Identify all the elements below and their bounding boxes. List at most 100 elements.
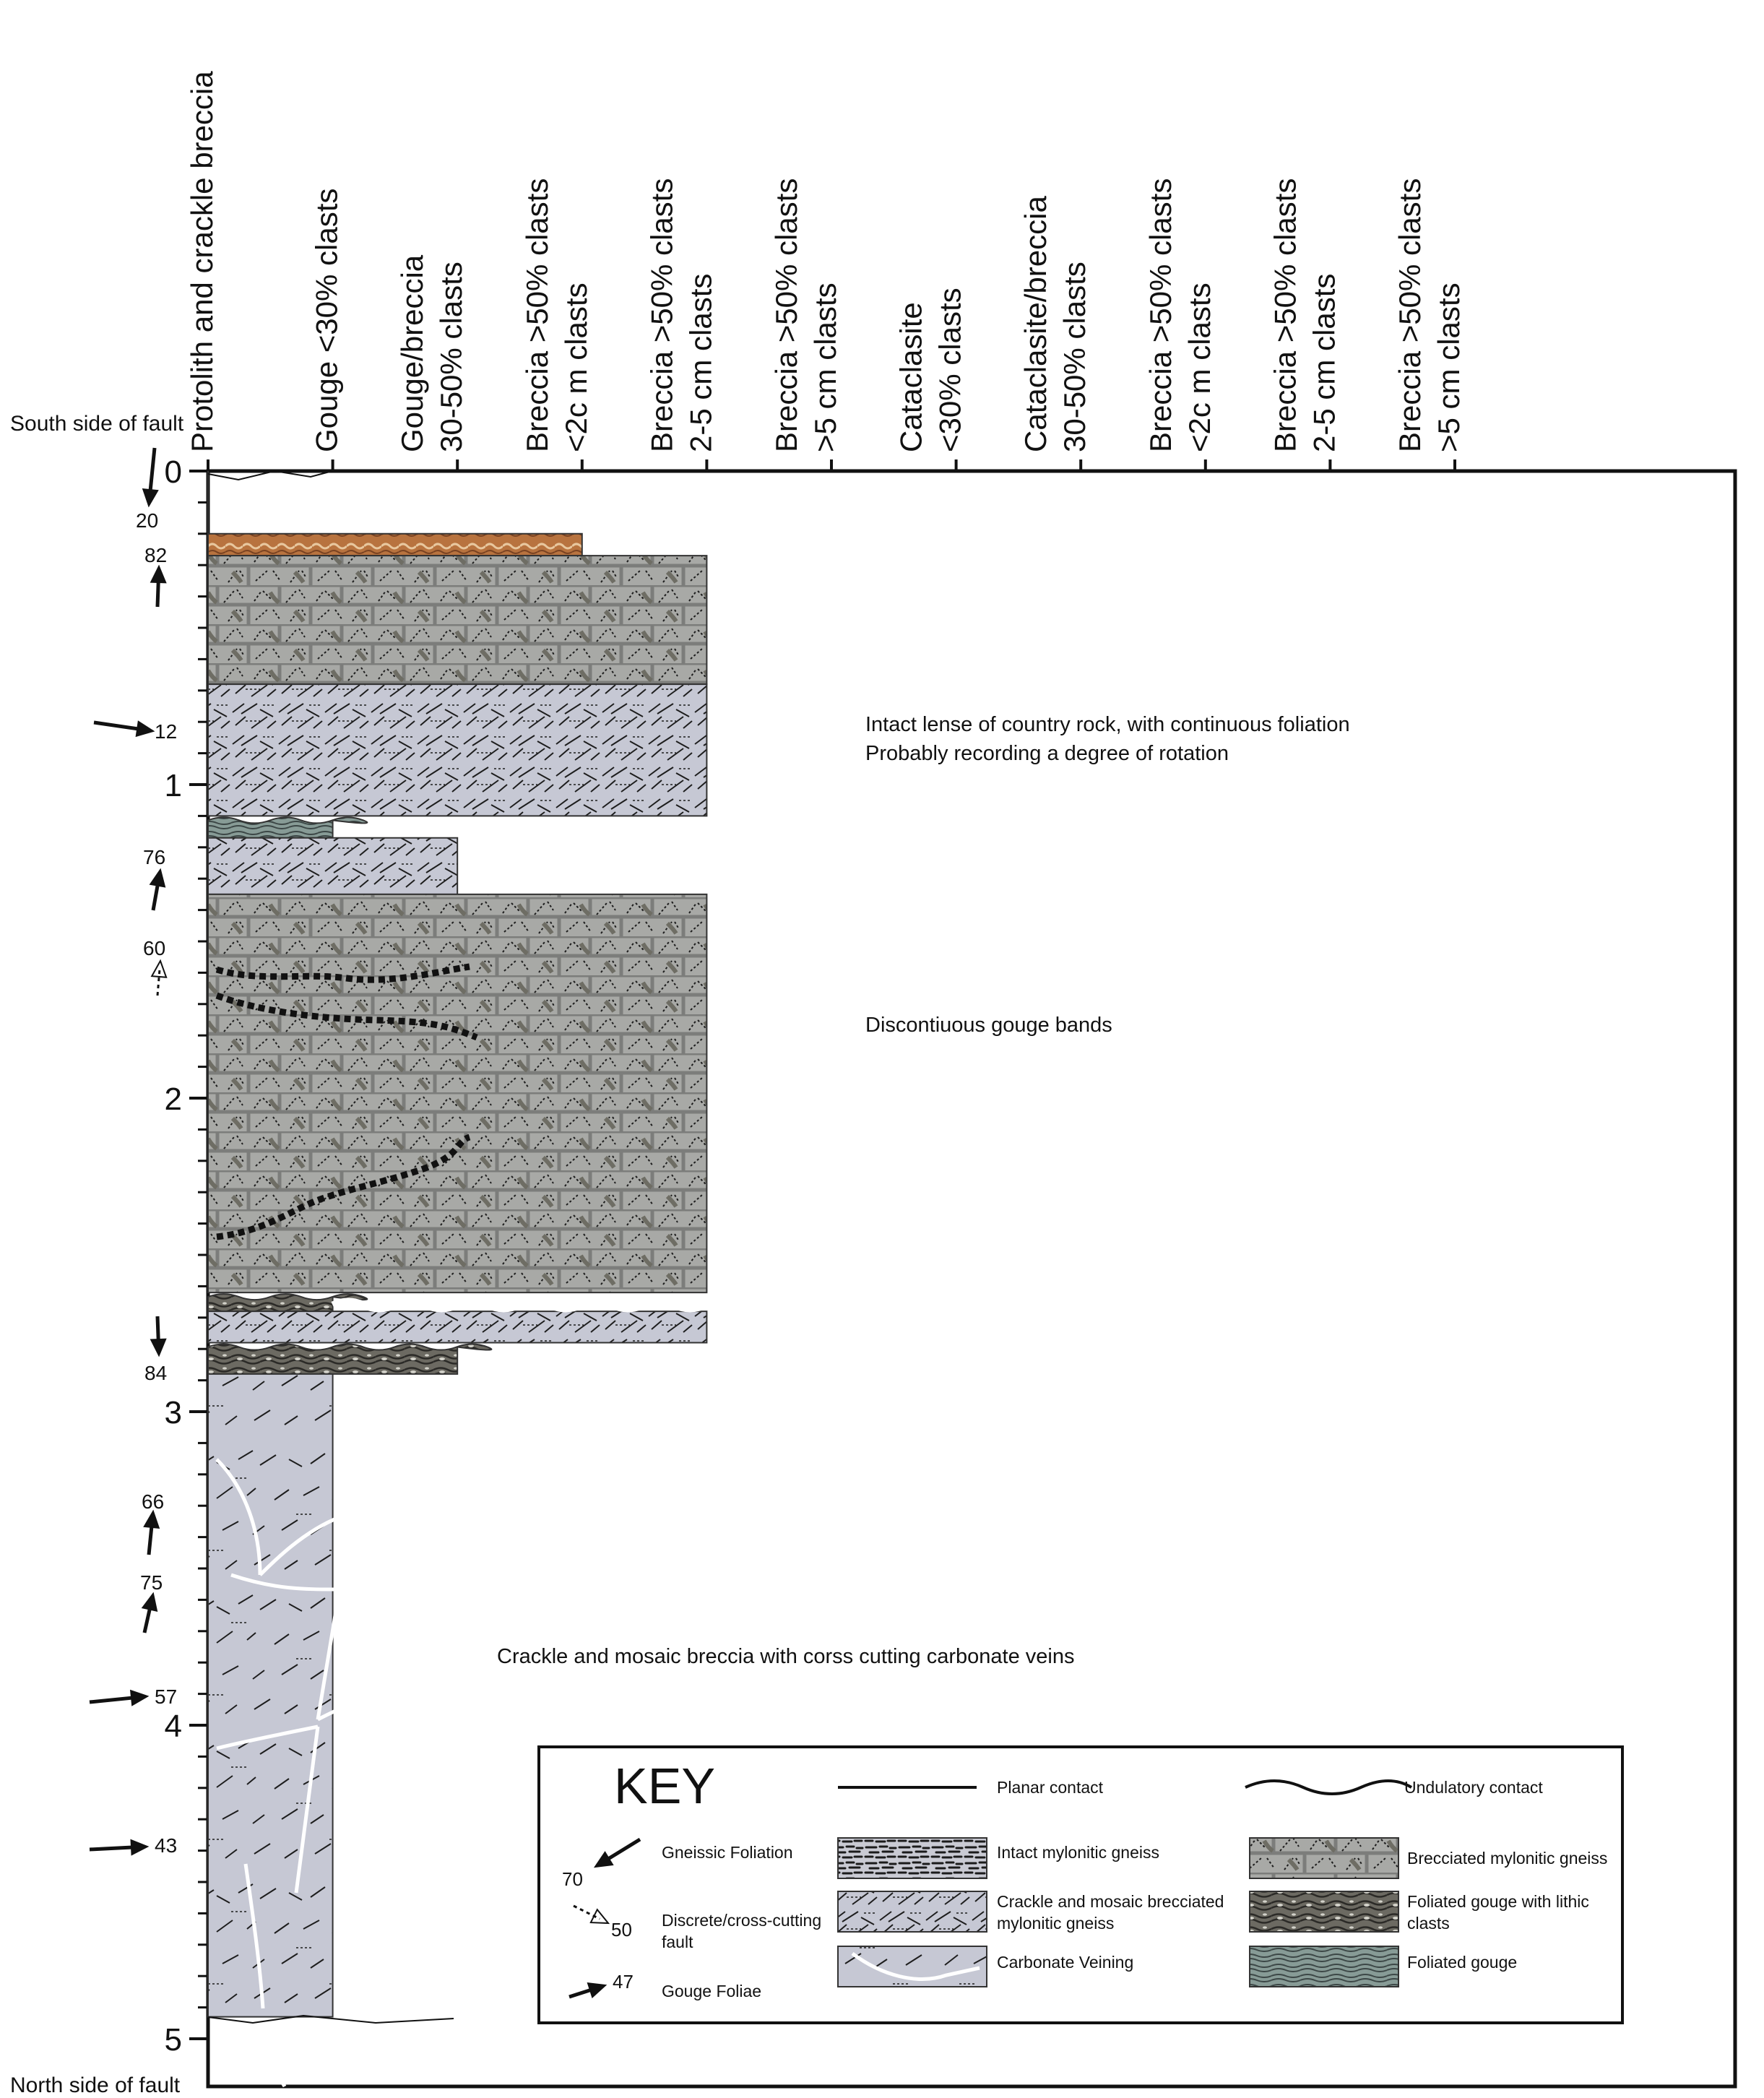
- column-header-line: Cataclasite/breccia: [1019, 196, 1052, 452]
- layer-brecciated: [207, 555, 708, 686]
- column-header-line: Breccia >50% clasts: [520, 178, 554, 452]
- key-swatch-label: Foliated gouge: [1407, 1953, 1517, 1972]
- foliation-arrow-head: [150, 1338, 167, 1357]
- column-header-line: Gouge <30% clasts: [310, 189, 344, 452]
- key-title: KEY: [614, 1758, 715, 1814]
- key-swatch-crackle: [837, 1891, 987, 1933]
- foliation-arrow-shaft: [89, 1845, 138, 1852]
- column-headers: Protolith and crackle breccia Gouge <30% …: [185, 71, 1466, 472]
- key-swatch-gougeGreen: [1249, 1946, 1399, 1987]
- measurement-82: 82: [144, 544, 167, 608]
- annotation-text: Discontiuous gouge bands: [865, 1014, 1112, 1037]
- key-fault-label: Discrete/cross-cutting: [662, 1911, 821, 1930]
- measurement-60: 60: [143, 937, 168, 996]
- measurement-value: 60: [143, 937, 165, 959]
- foliation-arrow-shaft: [156, 970, 161, 996]
- layer-overlays: [207, 470, 744, 2088]
- undulatory-contact-label: Undulatory contact: [1404, 1778, 1543, 1797]
- key-swatch-label: Intact mylonitic gneiss: [997, 1843, 1159, 1862]
- carbonate-vein: [360, 1386, 407, 1446]
- column-header-line: >5 cm clasts: [808, 282, 842, 452]
- key-gneissic-label: Gneissic Foliation: [662, 1843, 793, 1862]
- carbonate-vein: [316, 1674, 434, 1722]
- measurement-value: 82: [144, 544, 167, 566]
- carbonate-vein: [338, 1451, 407, 1519]
- key-swatch-label: Brecciated mylonitic gneiss: [1407, 1849, 1607, 1868]
- layer-gougeLithic: [207, 1293, 368, 1313]
- annotation-text: Crackle and mosaic breccia with corss cu…: [497, 1645, 1074, 1668]
- column-header: Breccia >50% clasts>5 cm clasts: [769, 178, 842, 452]
- gouge-band: [215, 992, 478, 1041]
- foliation-arrow-head: [135, 720, 155, 738]
- key-gouge-value: 47: [613, 1971, 634, 1993]
- column-header: Breccia >50% clasts>5 cm clasts: [1393, 178, 1466, 452]
- column-header-line: Breccia >50% clasts: [1393, 178, 1427, 452]
- foliation-arrow-head: [142, 488, 159, 508]
- carbonate-vein: [388, 1907, 450, 2024]
- measurement-75: 75: [140, 1571, 163, 1633]
- column-header-line: 2-5 cm clasts: [1307, 274, 1341, 452]
- measurement-57: 57: [89, 1685, 177, 1708]
- key-fault-value: 50: [611, 1919, 632, 1941]
- column-header-line: Breccia >50% clasts: [769, 178, 803, 452]
- depth-label: 3: [165, 1395, 182, 1430]
- foliation-arrow-head: [141, 1592, 158, 1612]
- measurement-12: 12: [93, 720, 177, 743]
- key-fault-arrow-shaft: [573, 1904, 600, 1920]
- measurement-value: 84: [144, 1362, 167, 1384]
- column-header-line: <30% clasts: [933, 288, 967, 452]
- carbonate-vein: [230, 1573, 340, 1592]
- key-swatch-mylonitic: [837, 1837, 987, 1879]
- key-swatch-label: Foliated gouge with lithic: [1407, 1892, 1589, 1911]
- column-header-line: 2-5 cm clasts: [683, 274, 717, 452]
- column-header-line: Breccia >50% clasts: [644, 178, 678, 452]
- carbonate-vein: [294, 1726, 320, 1894]
- annotations: Intact lense of country rock, with conti…: [497, 713, 1350, 1668]
- measurement-value: 76: [143, 846, 165, 868]
- column-header: Protolith and crackle breccia: [185, 71, 219, 452]
- foliation-arrow-shaft: [89, 1695, 139, 1704]
- measurement-66: 66: [142, 1490, 164, 1555]
- foliation-arrow-shaft: [147, 447, 157, 497]
- carbonate-vein: [374, 1443, 457, 1504]
- foliation-arrow-head: [150, 959, 168, 978]
- key-swatch-brecciated: [1249, 1837, 1399, 1879]
- carbonate-vein: [259, 1515, 340, 1576]
- key-gneissic-value: 70: [562, 1868, 583, 1890]
- carbonate-vein: [316, 1589, 342, 1720]
- measurement-value: 66: [142, 1490, 164, 1513]
- jagged-top-edge: [207, 470, 333, 481]
- key-vein-line: [851, 1951, 980, 1981]
- annotation-text: Probably recording a degree of rotation: [865, 742, 1229, 765]
- undulatory-contact-line: [1245, 1779, 1413, 1795]
- measurement-20: 20: [136, 447, 159, 532]
- key-swatch-label: mylonitic gneiss: [997, 1914, 1114, 1933]
- layer-gougeLithic: [207, 1343, 493, 1375]
- planar-contact-label: Planar contact: [997, 1778, 1104, 1797]
- depth-label: 2: [165, 1082, 182, 1117]
- foliation-arrow-head: [130, 1839, 150, 1856]
- column-header: Cataclasite<30% clasts: [894, 288, 967, 452]
- depth-label: 0: [165, 454, 182, 490]
- key-gouge-label: Gouge Foliae: [662, 1982, 761, 2000]
- column-header-line: <2c m clasts: [1183, 282, 1216, 452]
- foliation-arrow-head: [149, 868, 166, 888]
- carbonate-vein: [402, 1862, 443, 1951]
- carbonate-vein: [243, 1863, 265, 2009]
- depth-label: 1: [165, 768, 182, 803]
- column-header: Breccia >50% clasts<2c m clasts: [1143, 178, 1216, 452]
- column-header-line: Breccia >50% clasts: [1143, 178, 1177, 452]
- column-header-line: >5 cm clasts: [1432, 282, 1466, 452]
- layer-orange: [207, 532, 583, 557]
- foliation-arrow-head: [143, 1509, 160, 1529]
- carbonate-vein: [216, 1724, 319, 1751]
- annotation-text: Intact lense of country rock, with conti…: [865, 713, 1350, 736]
- column-header-line: 30-50% clasts: [1058, 262, 1091, 452]
- gouge-band: [216, 1134, 471, 1240]
- depth-label: 4: [165, 1709, 182, 1744]
- measurement-value: 43: [155, 1834, 177, 1857]
- column-header-line: Breccia >50% clasts: [1268, 178, 1302, 452]
- layer-crackle: [207, 837, 459, 895]
